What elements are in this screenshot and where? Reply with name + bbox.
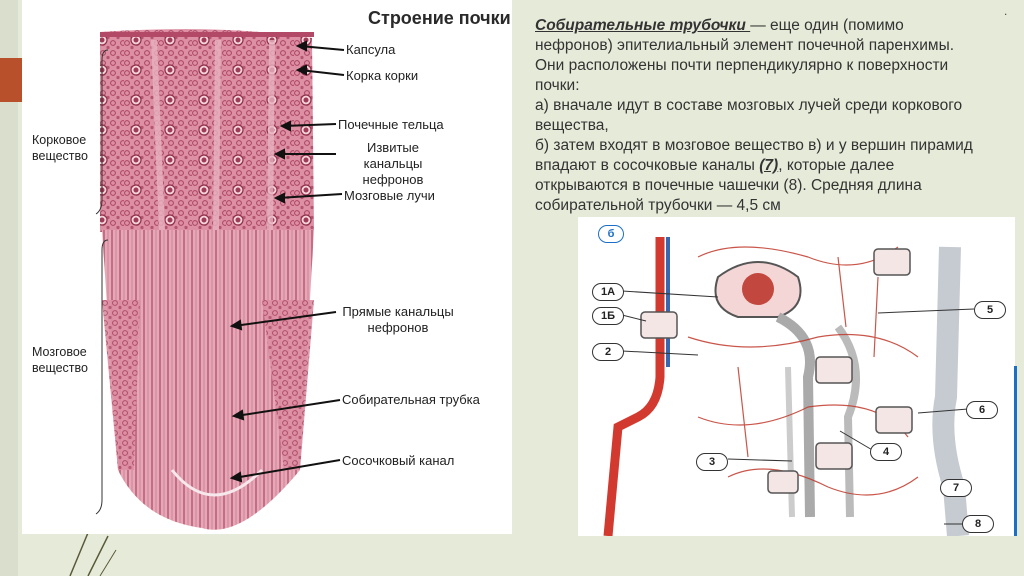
description-item-b: б) затем входят в мозговое вещество в) и… — [535, 137, 973, 214]
marker-2: 2 — [592, 343, 624, 361]
marker-7: 7 — [940, 479, 972, 497]
corner-dot: . — [1004, 4, 1008, 18]
label-straight-tubules: Прямые канальцы нефронов — [342, 304, 454, 335]
left-edge-strip — [0, 0, 18, 576]
figure-title: Строение почки — [368, 8, 511, 28]
marker-5: 5 — [974, 301, 1006, 319]
marker-6: 6 — [966, 401, 998, 419]
label-convoluted-tubules: Извитые канальцы нефронов — [362, 140, 424, 187]
nephron-scheme-figure: б 1А 1Б 2 3 4 5 6 7 8 — [578, 217, 1015, 536]
figure-letter-b: б — [598, 225, 624, 243]
label-papillary-duct: Сосочковый канал — [342, 453, 455, 468]
label-capsule: Капсула — [346, 42, 396, 57]
kidney-structure-figure: Строение почки Капсула Корка корки Почеч… — [22, 0, 512, 534]
label-medullary-rays: Мозговые лучи — [344, 188, 435, 203]
kidney-tissue-illustration — [95, 29, 345, 530]
marker-1a: 1А — [592, 283, 624, 301]
term-collecting-tubules: Собирательные трубочки — [535, 17, 751, 34]
label-cortex-cortex: Корка корки — [346, 68, 419, 83]
description-intro: Собирательные трубочки — еще один (помим… — [535, 17, 955, 94]
description-item-a: а) вначале идут в составе мозговых лучей… — [535, 97, 963, 134]
label-renal-corpuscles: Почечные тельца — [338, 117, 444, 132]
label-cortex: Корковое вещество — [32, 133, 88, 163]
description-text: Собирательные трубочки — еще один (помим… — [535, 16, 975, 216]
label-medulla: Мозговое вещество — [32, 345, 88, 375]
marker-4: 4 — [870, 443, 902, 461]
right-accent-line — [1014, 366, 1017, 536]
ref-7: (7) — [759, 157, 779, 174]
marker-1b: 1Б — [592, 307, 624, 325]
label-collecting-tube: Собирательная трубка — [342, 392, 480, 407]
marker-8: 8 — [962, 515, 994, 533]
accent-block — [0, 58, 22, 102]
marker-3: 3 — [696, 453, 728, 471]
